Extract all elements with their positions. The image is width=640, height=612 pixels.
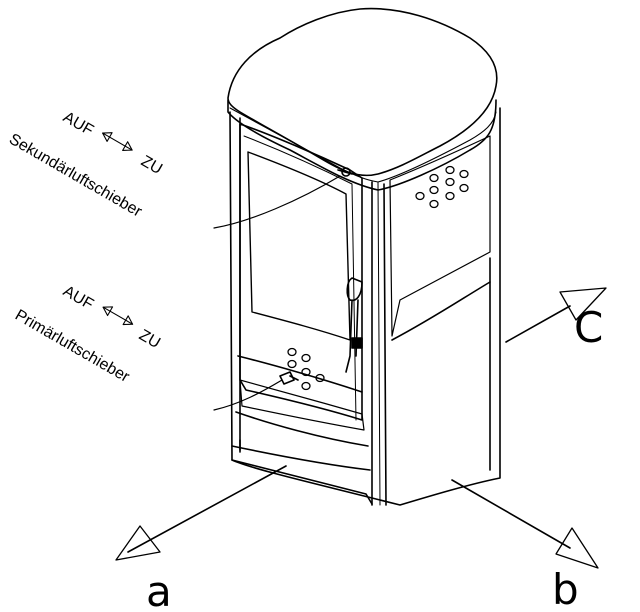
primary-open-label: AUF	[60, 283, 96, 314]
stove-top-lid	[227, 7, 498, 177]
axis-b-line	[451, 479, 571, 549]
lower-control-panel	[239, 379, 365, 431]
arrow-auf-zu-primary	[102, 306, 134, 326]
axis-a-arrowhead	[115, 525, 161, 561]
axis-b-label: b	[552, 565, 579, 612]
primary-slider-label: Primärluftschieber	[12, 307, 133, 387]
stove-top-rim	[227, 99, 497, 191]
axis-c-line	[505, 305, 571, 343]
axis-a-line	[127, 465, 287, 553]
right-side-panel	[389, 135, 491, 337]
axis-c-arrowhead	[559, 287, 607, 321]
secondary-close-label: ZU	[138, 153, 165, 178]
axis-c-label: C	[574, 303, 603, 352]
vent-holes-front	[287, 347, 325, 391]
arrow-auf-zu-secondary	[102, 132, 133, 151]
primary-slider-knob	[279, 371, 299, 385]
leader-primary	[213, 379, 283, 411]
secondary-slider-label: Sekundärluftschieber	[6, 131, 145, 221]
primary-close-label: ZU	[136, 327, 163, 352]
vent-holes-side	[415, 165, 469, 209]
leader-secondary	[213, 175, 341, 229]
door-glass	[247, 151, 351, 341]
axis-a-label: a	[146, 567, 172, 612]
secondary-open-label: AUF	[60, 109, 96, 140]
axis-b-arrowhead	[555, 527, 599, 569]
door-frame-outer	[239, 123, 363, 421]
